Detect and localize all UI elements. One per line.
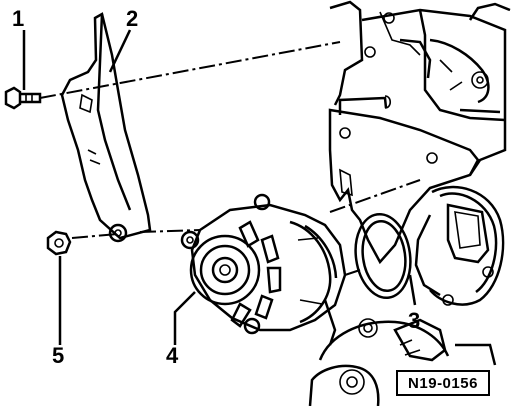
callout-5: 5: [52, 343, 64, 368]
leader-lines: [22, 29, 417, 345]
lower-housing: [308, 318, 497, 406]
nut: [46, 230, 72, 256]
rear-cover-plate: [328, 95, 480, 265]
callout-2: 2: [126, 6, 138, 31]
assembly-lines: [39, 41, 421, 276]
callout-3: 3: [408, 308, 420, 333]
engine-block: [329, 0, 511, 176]
callout-1: 1: [12, 6, 24, 31]
toothed-belt-guard: [60, 12, 152, 243]
thermostat-housing: [414, 185, 505, 306]
o-ring-gasket: [354, 212, 412, 300]
reference-code-label: N19-0156: [396, 370, 490, 396]
callout-4: 4: [166, 343, 179, 368]
water-pump: [180, 193, 347, 346]
bolt: [4, 86, 42, 110]
